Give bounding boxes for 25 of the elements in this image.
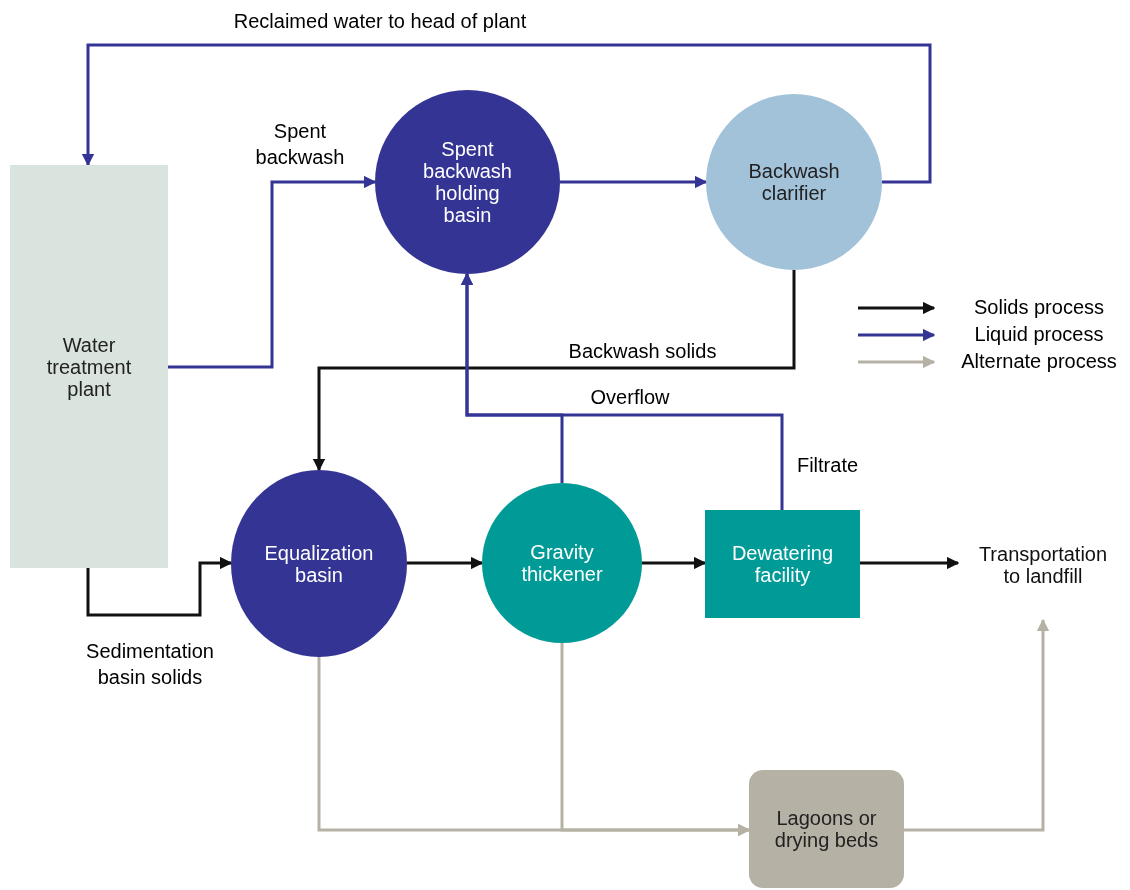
node-label: Lagoons or drying beds [773, 807, 880, 851]
flow-arrow [168, 175, 377, 369]
node-label: Transportation to landfill [977, 543, 1109, 587]
flow-arrow [407, 556, 484, 570]
flow-arrow [560, 175, 708, 189]
node-label: Equalization basin [263, 541, 375, 586]
node-label: Spent backwash holding basin [422, 138, 513, 226]
flow-arrow [560, 643, 751, 837]
node-label: Backwash clarifier [747, 160, 841, 204]
flow-arrow [460, 272, 784, 510]
flow-arrow [642, 556, 707, 570]
flow-arrow [81, 43, 932, 184]
legend-label: Liquid process [973, 322, 1105, 346]
flow-arrow [312, 270, 796, 472]
legend-label: Solids process [972, 295, 1106, 319]
plant-block [10, 165, 168, 568]
legend-label: Alternate process [960, 349, 1118, 373]
lagoon-box [749, 770, 904, 888]
flow-arrow [860, 556, 960, 570]
facility-box [705, 510, 860, 618]
node-label: Dewatering facility [730, 542, 835, 586]
node-label: Gravity thickener [520, 541, 604, 585]
node-label: Water treatment plant [45, 333, 133, 400]
flow-arrow [86, 556, 233, 617]
flow-arrow [904, 618, 1050, 832]
